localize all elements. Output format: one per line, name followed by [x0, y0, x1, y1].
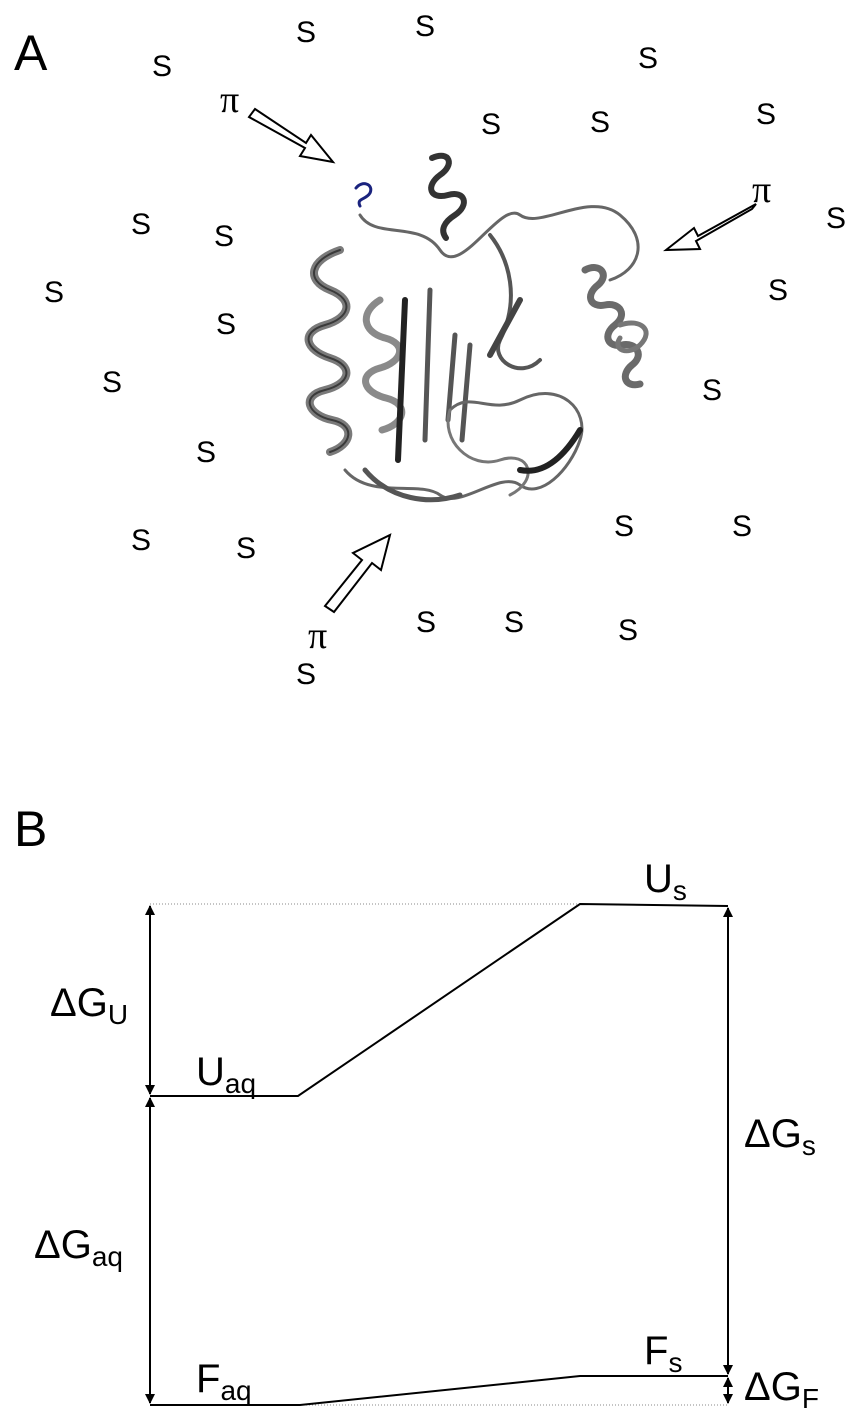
solvent-s: S: [614, 510, 634, 543]
loop-center: [446, 408, 530, 497]
panel-b: B Us Uaq Fs Faq ΔGU ΔGaq ΔGs ΔGF: [14, 801, 819, 1408]
solvent-s: S: [131, 208, 151, 241]
solvent-s: S: [768, 274, 788, 307]
loop-right: [488, 233, 542, 371]
state-label-u-aq: Uaq: [196, 1050, 256, 1099]
panel-b-label: B: [14, 801, 47, 857]
beta-strand-dark: [395, 297, 408, 463]
solvent-s: S: [590, 106, 610, 139]
solvent-s: S: [236, 532, 256, 565]
solvent-s: S: [504, 606, 524, 639]
strand-bottom-right: [517, 427, 583, 474]
energy-label-delta-g-u: ΔGU: [50, 981, 128, 1030]
loop-bottom: [343, 392, 584, 500]
loop-lower-left: [362, 467, 463, 503]
pressure-label: π: [308, 615, 327, 657]
pressure-label: π: [220, 79, 239, 121]
solvent-s: S: [44, 276, 64, 309]
folded-state-path: [150, 1375, 728, 1406]
panel-a-label: A: [14, 25, 48, 81]
protein-ribbon: [304, 152, 649, 503]
hollow-arrow-icon: [662, 203, 757, 252]
state-label-f-aq: Faq: [196, 1357, 252, 1406]
solvent-s: S: [756, 98, 776, 131]
loop-top: [358, 205, 640, 282]
solvent-molecules: S S S S S S S S S S S S S S S S S S S S …: [44, 10, 846, 691]
solvent-s: S: [102, 366, 122, 399]
energy-label-delta-g-aq: ΔGaq: [34, 1223, 123, 1272]
hollow-arrow-icon: [247, 107, 336, 164]
helix-right-turn: [615, 320, 649, 354]
solvent-s: S: [415, 10, 435, 43]
helix-left-inner: [362, 296, 406, 434]
solvent-s: S: [296, 658, 316, 691]
beta-strands: [422, 287, 473, 443]
solvent-s: S: [216, 308, 236, 341]
solvent-s: S: [214, 220, 234, 253]
unfolded-state-path: [150, 902, 729, 1097]
solvent-s: S: [131, 524, 151, 557]
state-label-u-s: Us: [644, 857, 687, 906]
solvent-s: S: [732, 510, 752, 543]
energy-label-delta-g-s: ΔGs: [744, 1112, 816, 1161]
energy-label-delta-g-f: ΔGF: [744, 1365, 819, 1408]
helix-right: [581, 264, 644, 389]
helix-top: [428, 152, 467, 241]
panel-a: A S S S S S S S S S S S S S S S S S S S …: [14, 10, 846, 691]
strand-right: [487, 297, 523, 358]
state-label-f-s: Fs: [644, 1329, 682, 1378]
helix-left-edge: [307, 249, 350, 453]
solvent-s: S: [152, 50, 172, 83]
solvent-s: S: [296, 16, 316, 49]
pressure-label: π: [752, 169, 771, 211]
solvent-s: S: [196, 436, 216, 469]
solvent-s: S: [416, 606, 436, 639]
solvent-s: S: [618, 614, 638, 647]
hollow-arrow-icon: [323, 533, 392, 614]
pressure-arrows: π π π: [220, 79, 771, 657]
solvent-s: S: [702, 374, 722, 407]
solvent-s: S: [826, 202, 846, 235]
accent-loop: [354, 182, 373, 208]
solvent-s: S: [638, 42, 658, 75]
solvent-s: S: [481, 108, 501, 141]
